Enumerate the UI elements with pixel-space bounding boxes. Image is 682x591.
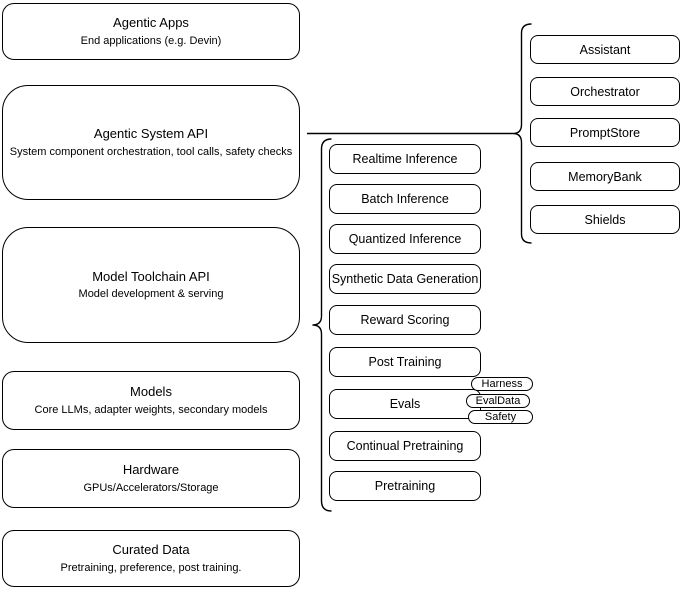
toolchain-item-evals: Evals [329,389,481,419]
hardware-box: Hardware GPUs/Accelerators/Storage [2,449,300,508]
pill-label: Safety [484,411,517,423]
node-label: PromptStore [569,125,641,140]
box-subtitle: Model development & serving [78,288,224,301]
node-label: MemoryBank [568,169,642,184]
eval-tag-safety: Safety [468,410,533,424]
pill-label: Harness [481,378,523,390]
node-label: Continual Pretraining [346,439,464,453]
box-title: Curated Data [112,542,190,558]
toolchain-item-post-training: Post Training [329,347,481,377]
toolchain-item-reward-scoring: Reward Scoring [329,305,481,335]
toolchain-item-realtime-inference: Realtime Inference [329,144,481,174]
box-subtitle: System component orchestration, tool cal… [9,145,293,158]
curated-data-box: Curated Data Pretraining, preference, po… [2,530,300,587]
node-label: Reward Scoring [360,313,450,327]
system-component-promptstore: PromptStore [530,118,680,147]
toolchain-item-synthetic-data-generation: Synthetic Data Generation [329,264,481,294]
node-label: Shields [584,212,626,227]
system-component-orchestrator: Orchestrator [530,77,680,106]
node-label: Quantized Inference [348,232,462,246]
agentic-apps-box: Agentic Apps End applications (e.g. Devi… [2,3,300,60]
system-component-shields: Shields [530,205,680,234]
eval-tag-evaldata: EvalData [466,394,530,408]
toolchain-item-continual-pretraining: Continual Pretraining [329,431,481,461]
node-label: Pretraining [374,479,436,493]
node-label: Batch Inference [361,192,449,206]
node-label: Orchestrator [570,84,640,99]
model-toolchain-api-box: Model Toolchain API Model development & … [2,227,300,343]
box-title: Agentic Apps [113,15,189,31]
toolchain-brace [312,138,332,512]
eval-tag-harness: Harness [471,377,533,391]
box-title: Models [130,384,172,400]
box-subtitle: Core LLMs, adapter weights, secondary mo… [34,403,268,416]
box-title: Model Toolchain API [92,268,210,284]
node-label: Synthetic Data Generation [331,272,479,286]
agentic-system-api-box: Agentic System API System component orch… [2,85,300,200]
system-component-assistant: Assistant [530,35,680,64]
node-label: Assistant [579,42,631,57]
node-label: Post Training [368,355,442,369]
models-box: Models Core LLMs, adapter weights, secon… [2,371,300,430]
components-brace [512,23,532,244]
node-label: Evals [389,397,421,411]
box-title: Agentic System API [93,126,209,142]
box-subtitle: GPUs/Accelerators/Storage [83,481,219,494]
toolchain-item-pretraining: Pretraining [329,471,481,501]
system-component-memorybank: MemoryBank [530,162,680,191]
box-subtitle: Pretraining, preference, post training. [60,561,242,574]
box-subtitle: End applications (e.g. Devin) [80,34,222,47]
node-label: Realtime Inference [352,152,458,166]
toolchain-item-batch-inference: Batch Inference [329,184,481,214]
toolchain-item-quantized-inference: Quantized Inference [329,224,481,254]
box-title: Hardware [122,462,180,478]
pill-label: EvalData [475,395,521,407]
